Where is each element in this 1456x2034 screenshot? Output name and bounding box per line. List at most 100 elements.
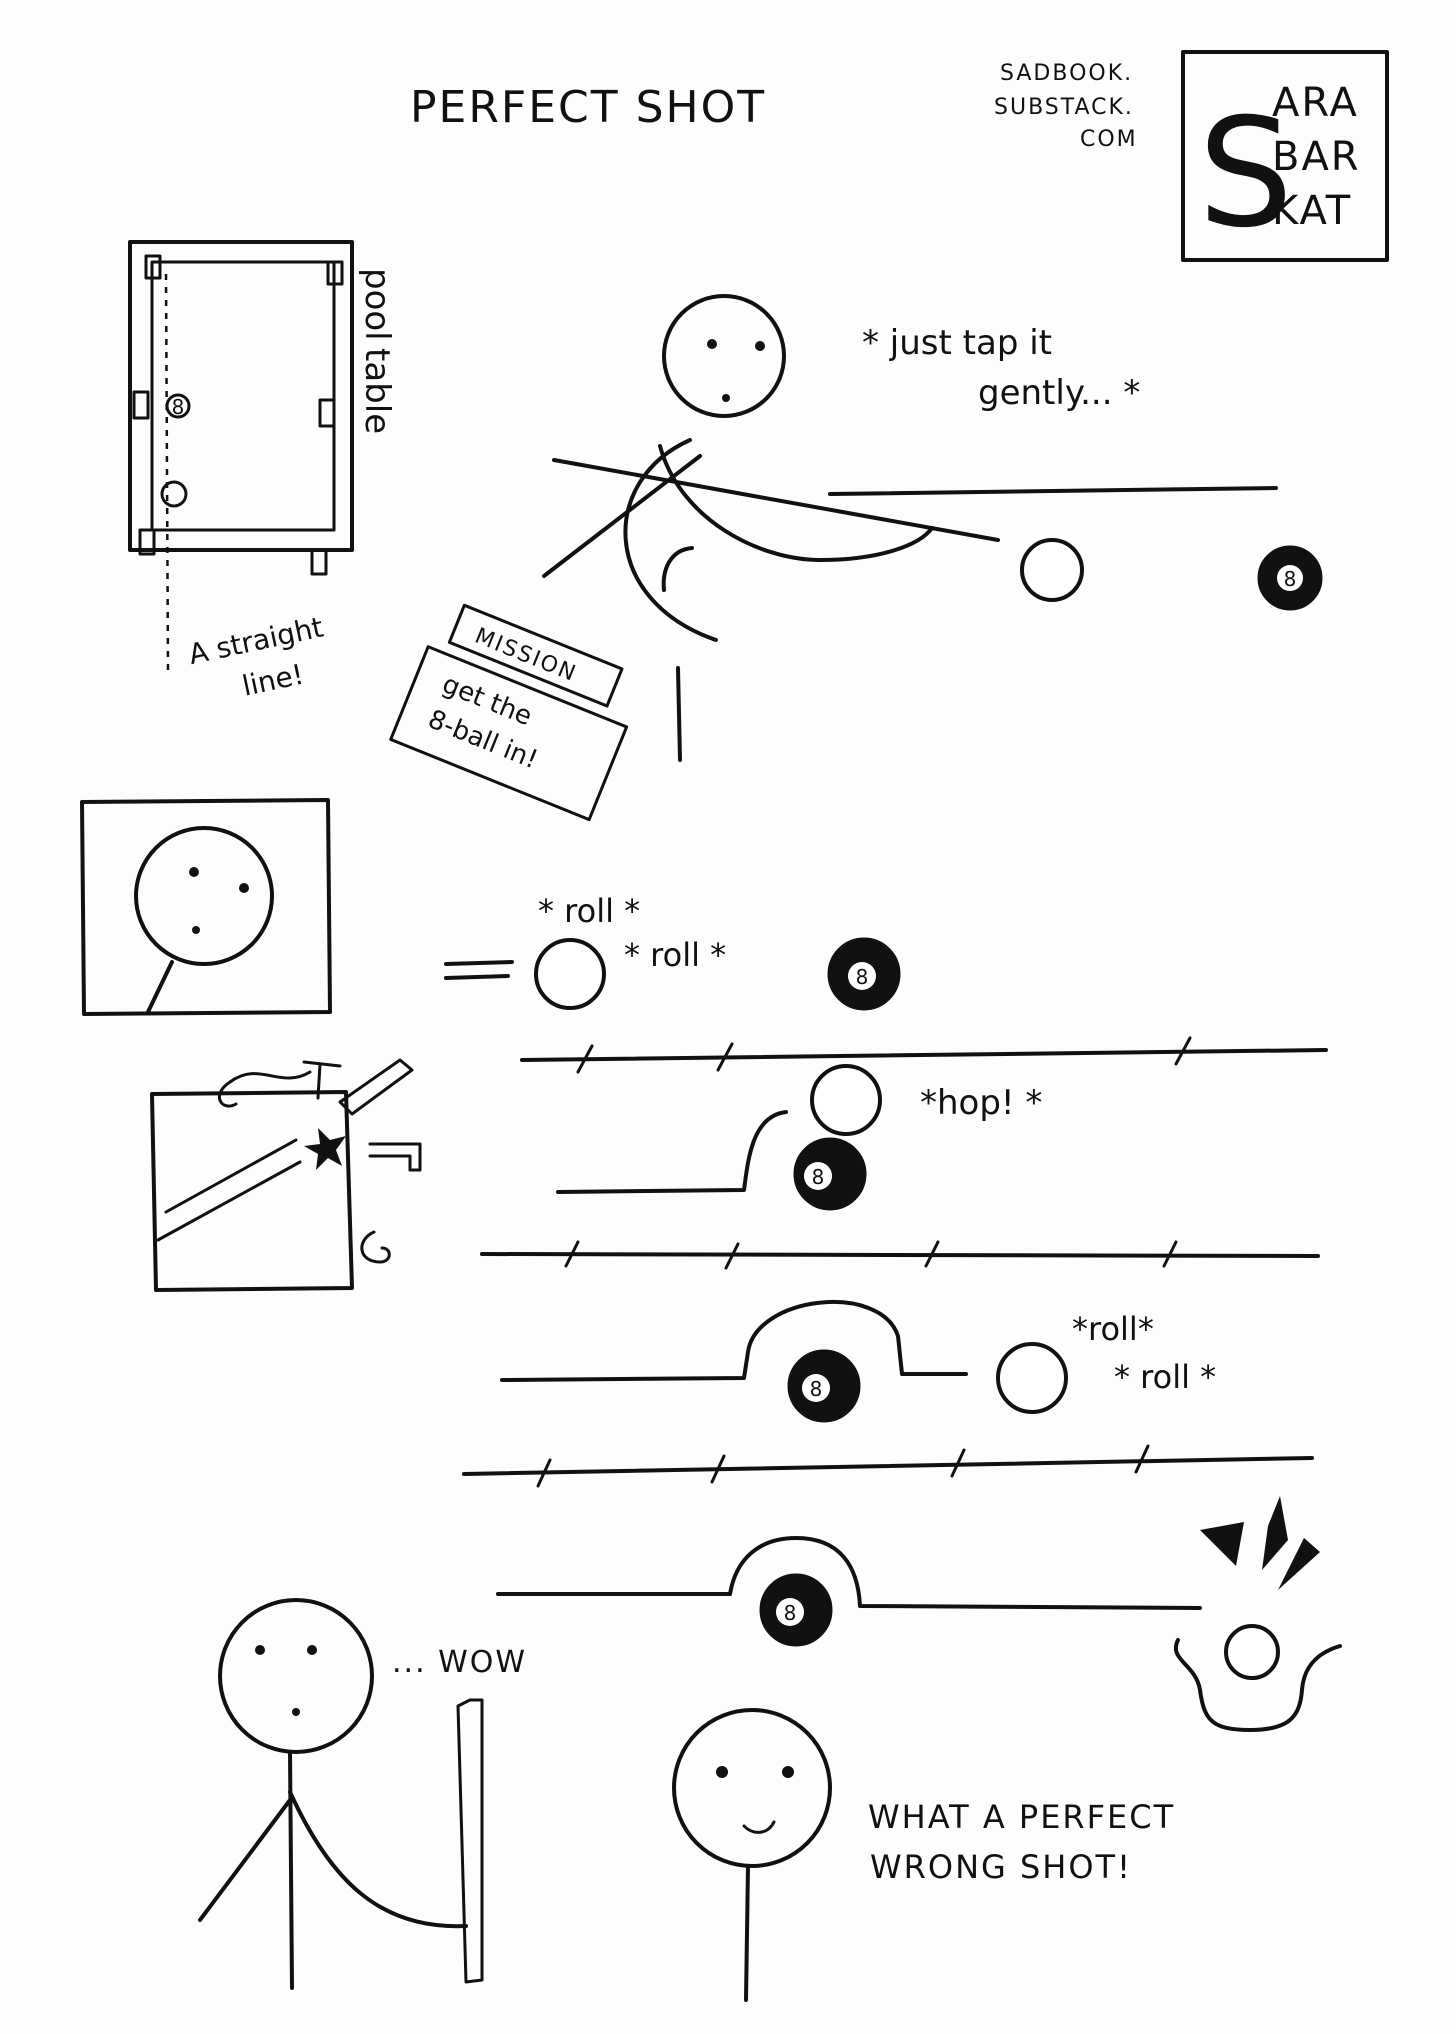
rail-tick bbox=[950, 1448, 966, 1478]
author-logo-line-2: BAR bbox=[1272, 134, 1361, 180]
pocket-shot: 8 *roll* * roll * bbox=[500, 1299, 1216, 1423]
diagram-cue-ball bbox=[160, 480, 188, 508]
thought-line-1: * just tap it bbox=[862, 323, 1052, 363]
rail-tick bbox=[1174, 1036, 1192, 1066]
pool-pocket bbox=[318, 398, 336, 428]
player-hand bbox=[661, 546, 694, 592]
eight-ball-number: 8 bbox=[810, 1377, 823, 1401]
straight-line-note: A straight line! bbox=[186, 610, 326, 703]
rolling-shot: 8 * roll * * roll * bbox=[444, 892, 901, 1011]
splash-icon bbox=[1200, 1522, 1244, 1566]
author-logo-line-1: ARA bbox=[1272, 80, 1359, 126]
pool-pocket bbox=[310, 548, 328, 576]
splash-icon bbox=[1262, 1496, 1288, 1570]
narrator-eye bbox=[782, 1766, 794, 1778]
rail-line bbox=[520, 1048, 1328, 1062]
narrator-smile bbox=[742, 1820, 776, 1834]
rail-tick bbox=[716, 1042, 734, 1072]
pool-table-outer bbox=[128, 240, 354, 552]
player-arm bbox=[288, 1790, 468, 1929]
cue-ball-in-pocket bbox=[1224, 1624, 1280, 1680]
pocket-tassel-icon bbox=[304, 1128, 346, 1170]
caption-line-2: WRONG SHOT! bbox=[870, 1848, 1132, 1886]
author-logo-line-3: KAT bbox=[1272, 188, 1352, 234]
pocket-curl-icon bbox=[217, 1070, 312, 1108]
mission-card-body-box bbox=[389, 645, 629, 822]
straight-line-note-line-1: A straight bbox=[186, 610, 326, 671]
motion-line bbox=[444, 960, 514, 966]
roll-sound-1: * roll * bbox=[538, 892, 640, 930]
site-url-line-3: COM bbox=[1080, 127, 1138, 152]
eight-ball-inner bbox=[802, 1374, 830, 1402]
rail-tick bbox=[724, 1242, 740, 1270]
roll-sound-2: * roll * bbox=[1114, 1358, 1216, 1396]
narrator-eye bbox=[716, 1766, 728, 1778]
player-aiming: 8 bbox=[542, 294, 1323, 762]
aim-line-icon bbox=[164, 273, 170, 671]
caption-line-1: WHAT A PERFECT bbox=[868, 1798, 1175, 1836]
pool-pocket bbox=[326, 260, 344, 286]
pool-table-label: pool table bbox=[357, 268, 397, 434]
pool-pocket bbox=[138, 528, 156, 556]
rail-tick bbox=[536, 1458, 552, 1488]
player-face-closeup bbox=[80, 798, 332, 1016]
mission-card-header: MISSION bbox=[471, 624, 580, 688]
stunned-player: ... WOW bbox=[198, 1598, 525, 1990]
player-leg bbox=[676, 666, 682, 762]
pocket-swirl-icon bbox=[360, 1230, 391, 1264]
narrator: WHAT A PERFECT WRONG SHOT! bbox=[672, 1708, 1175, 2002]
player-eye bbox=[307, 1645, 317, 1655]
hop-shot: 8 *hop! * bbox=[556, 1064, 1042, 1211]
closeup-neck bbox=[146, 960, 174, 1014]
pocket-handle-icon bbox=[302, 1060, 342, 1100]
table-rail-divider bbox=[462, 1444, 1314, 1488]
player-head bbox=[218, 1598, 374, 1754]
pool-cue-butt bbox=[542, 454, 702, 578]
rail-tick bbox=[710, 1454, 726, 1484]
rail-tick bbox=[576, 1044, 594, 1074]
table-edge bbox=[556, 1110, 788, 1194]
table-rail-divider bbox=[480, 1240, 1320, 1270]
pool-cue bbox=[552, 458, 1000, 542]
rail-tick bbox=[924, 1240, 940, 1268]
table-rail-divider bbox=[520, 1036, 1328, 1074]
pocket-arch bbox=[496, 1536, 1202, 1610]
cue-ball bbox=[1020, 538, 1084, 602]
site-url: SADBOOK. SUBSTACK. COM bbox=[994, 61, 1138, 152]
site-url-line-2: SUBSTACK. bbox=[994, 95, 1134, 120]
player-eye bbox=[707, 339, 717, 349]
rail-line bbox=[480, 1252, 1320, 1258]
table-rail bbox=[828, 486, 1278, 496]
eight-ball-number: 8 bbox=[784, 1601, 797, 1625]
straight-line-note-line-2: line! bbox=[239, 658, 306, 703]
closeup-eye bbox=[239, 883, 249, 893]
pool-table-inner bbox=[150, 260, 336, 532]
pocket-arch bbox=[500, 1299, 968, 1382]
pool-pocket bbox=[144, 254, 162, 280]
mission-card: MISSION get the 8-ball in! bbox=[389, 603, 629, 822]
thought-text: * just tap it gently... * bbox=[862, 323, 1140, 413]
closeup-head bbox=[134, 826, 274, 966]
roll-sound-2: * roll * bbox=[624, 936, 726, 974]
player-arm bbox=[658, 444, 934, 562]
cue-ball bbox=[996, 1342, 1068, 1414]
diagram-eight-ball-number: 8 bbox=[172, 395, 185, 419]
player-body bbox=[623, 438, 718, 642]
eight-ball-number: 8 bbox=[856, 965, 869, 989]
closeup-mouth bbox=[192, 926, 200, 934]
splash-icon bbox=[1278, 1538, 1320, 1590]
author-logo-letter: S bbox=[1198, 87, 1293, 261]
author-logo: S ARA BAR KAT bbox=[1181, 50, 1389, 262]
roll-sound-1: *roll* bbox=[1072, 1310, 1154, 1348]
rail-tick bbox=[1162, 1240, 1178, 1268]
player-arm bbox=[198, 1798, 292, 1922]
corner-pocket bbox=[1173, 1638, 1342, 1732]
pool-table-label-line-1: pool bbox=[357, 268, 397, 341]
hop-sound: *hop! * bbox=[920, 1083, 1042, 1123]
motion-line bbox=[444, 974, 510, 980]
rail-tick bbox=[564, 1240, 580, 1268]
cue-ball bbox=[534, 938, 606, 1010]
closeup-frame bbox=[80, 798, 332, 1016]
pocket-cue-stick bbox=[156, 1138, 302, 1242]
